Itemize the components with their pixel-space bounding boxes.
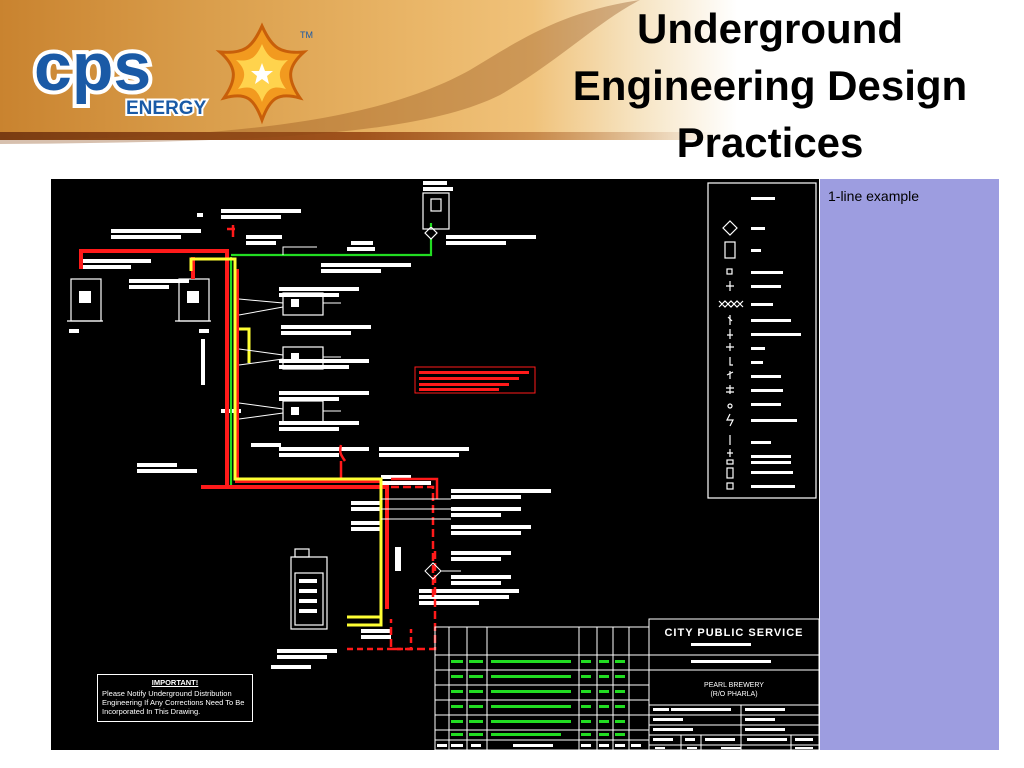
title-block-text	[653, 643, 813, 749]
one-line-drawing: IMPORTANT! Please Notify Underground Dis…	[51, 179, 819, 750]
caption-label: 1-line example	[828, 188, 920, 204]
title-block-project-line1: PEARL BREWERY	[704, 682, 764, 689]
revision-entries	[451, 660, 625, 736]
one-line-diagram-svg	[67, 181, 819, 750]
title-line-1: Underground	[637, 5, 903, 52]
title-line-3: Practices	[676, 119, 864, 166]
energy-label: ENERGY	[126, 98, 207, 119]
yellow-secondary-line	[189, 257, 383, 627]
title-block-project-line2: (R/O PHARLA)	[710, 691, 758, 698]
title-block	[648, 618, 819, 750]
green-primary-line	[229, 223, 438, 489]
title-block-company: CITY PUBLIC SERVICE	[664, 627, 804, 639]
cps-energy-logo: cps cps ENERGY ENERGY TM	[22, 16, 322, 128]
important-notice-title: IMPORTANT!	[151, 678, 199, 687]
legend-symbols	[718, 197, 801, 490]
svg-text:cps: cps	[34, 29, 151, 105]
slide-title: Underground Engineering Design Practices	[520, 0, 1020, 171]
equipment-fills	[79, 291, 317, 613]
caption-panel: 1-line example	[820, 179, 999, 750]
tap-connectors	[238, 246, 461, 580]
star-burst-icon	[215, 22, 309, 125]
revision-header	[437, 744, 641, 747]
red-line-branches	[227, 225, 439, 651]
important-notice-body: Please Notify Underground Distribution E…	[102, 689, 245, 716]
title-block-project: PEARL BREWERY (R/O PHARLA)	[649, 681, 819, 699]
cps-wordmark: cps cps	[30, 25, 155, 109]
trademark-label: TM	[300, 30, 313, 40]
legend-box	[707, 182, 817, 499]
header-band	[0, 0, 1024, 140]
header-swoosh	[0, 0, 1024, 144]
svg-text:ENERGY: ENERGY	[126, 98, 207, 119]
revision-table	[434, 626, 650, 750]
title-line-2: Engineering Design	[572, 62, 968, 109]
red-note-box	[414, 366, 536, 394]
svg-text:cps: cps	[34, 29, 151, 105]
important-notice-box: IMPORTANT! Please Notify Underground Dis…	[97, 674, 253, 722]
drawing-labels	[69, 181, 551, 669]
red-line-main	[79, 249, 389, 609]
equipment-symbols	[67, 192, 450, 630]
